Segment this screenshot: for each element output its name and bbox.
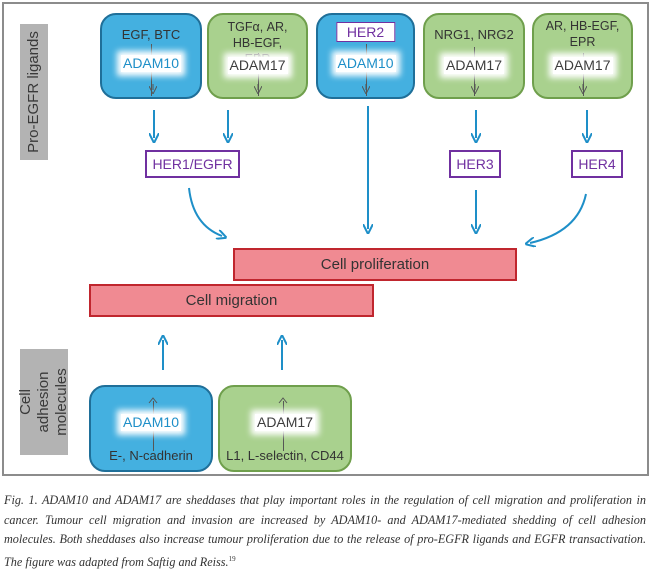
ligand-text: NRG1, NRG2 [434,27,514,42]
her4-receptor: HER4 [571,150,623,178]
caption-reference: 19 [228,554,236,563]
cell-adhesion-molecules-label: Cell adhesion molecules [17,349,70,455]
ligand-text: EGF, BTC [121,27,181,42]
arrow-her1-to-proliferation [188,187,222,236]
shedding-line [582,53,584,96]
adam10-label: ADAM10 [120,55,182,72]
her1-egfr-receptor: HER1/EGFR [145,150,240,178]
figure-caption: Fig. 1. ADAM10 and ADAM17 are sheddases … [4,491,646,572]
cell-migration-bar: Cell migration [89,284,374,317]
up-arrow-head-icon [278,397,288,404]
her2-adam10-box: HER2 ADAM10 [316,13,415,99]
ligand-text: AR, HB-EGF, EPR [545,19,620,49]
adam17-label: ADAM17 [254,414,316,431]
caption-text: Fig. 1. ADAM10 and ADAM17 are sheddases … [4,493,646,569]
egf-btc-adam10-box: EGF, BTC ADAM10 [100,13,202,99]
adam17-label: ADAM17 [443,57,505,74]
cell-proliferation-bar: Cell proliferation [233,248,517,281]
nrg-adam17-box: NRG1, NRG2 ADAM17 [423,13,525,99]
arrows-layer [0,84,650,370]
arrow-her4-to-proliferation [530,193,587,243]
adam17-l1-box: ADAM17 L1, L-selectin, CD44 [218,385,352,472]
adam17-label: ADAM17 [552,57,613,74]
adam10-label: ADAM10 [120,414,182,431]
figure-frame [2,2,649,476]
adam17-label: ADAM17 [227,57,288,74]
pro-egfr-ligands-label: Pro-EGFR ligands [20,24,48,160]
her2-label: HER2 [335,22,396,42]
adam10-label: ADAM10 [335,55,396,72]
adam10-cadherin-box: ADAM10 E-, N-cadherin [89,385,213,472]
shedding-line [257,53,259,96]
substrate-text: L1, L-selectin, CD44 [226,448,344,463]
her3-receptor: HER3 [449,150,501,178]
substrate-text: E-, N-cadherin [109,448,193,463]
up-arrow-head-icon [148,397,158,404]
